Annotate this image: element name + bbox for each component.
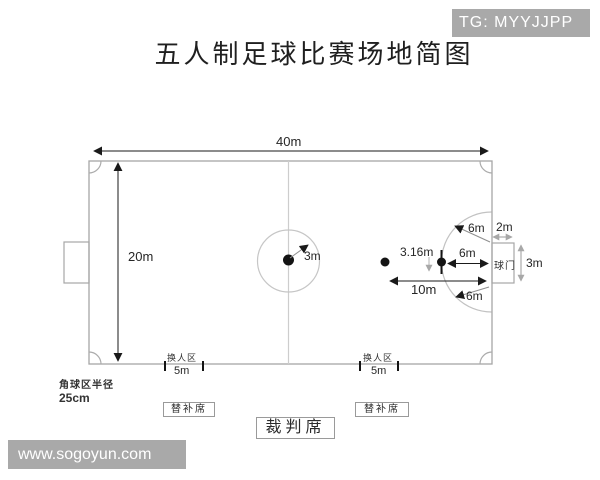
dim-line-6m-top [454,225,491,243]
label-6m-bottom: 6m [466,289,483,303]
goal-right [491,242,515,284]
page-title: 五人制足球比赛场地简图 [154,40,474,69]
label-6m-top: 6m [468,221,485,235]
label-sub-zone-right: 换人区 [363,353,394,363]
corner-arc-note: 角球区半径 25cm [59,380,114,404]
dim-line-6m-bottom [455,286,490,299]
centre-circle [256,229,321,293]
penalty-mark-6m [437,257,446,267]
label-6m-mid: 6m [459,246,476,260]
referee-seat-box: 裁判席 [256,417,335,439]
label-goal-3m: 3m [526,256,543,270]
corner-arc-note-line2: 25cm [59,391,90,405]
penalty-mark-10m [380,257,390,267]
label-sub-zone-left: 换人区 [167,353,198,363]
label-5m-right: 5m [371,365,387,377]
label-goal: 球门 [494,261,516,272]
corner-arc-bottom-left [88,351,102,365]
corner-arc-top-right [479,160,493,174]
bench-left-box: 替补席 [163,402,215,417]
label-20m: 20m [128,249,154,264]
dim-line-centre-radius [289,244,309,259]
corner-arc-note-line1: 角球区半径 [59,380,114,391]
label-2m: 2m [496,220,513,234]
label-10m: 10m [411,282,437,297]
label-3-16m: 3.16m [400,245,434,259]
corner-arc-bottom-right [479,351,493,365]
goal-left [63,241,90,284]
label-5m-left: 5m [174,365,190,377]
watermark-badge: TG: MYYJJPP [452,9,590,37]
label-centre-3m: 3m [304,249,321,263]
label-40m: 40m [276,134,302,149]
corner-arc-top-left [88,160,102,174]
bench-right-box: 替补席 [355,402,409,417]
watermark-bar: www.sogoyun.com [8,440,186,469]
